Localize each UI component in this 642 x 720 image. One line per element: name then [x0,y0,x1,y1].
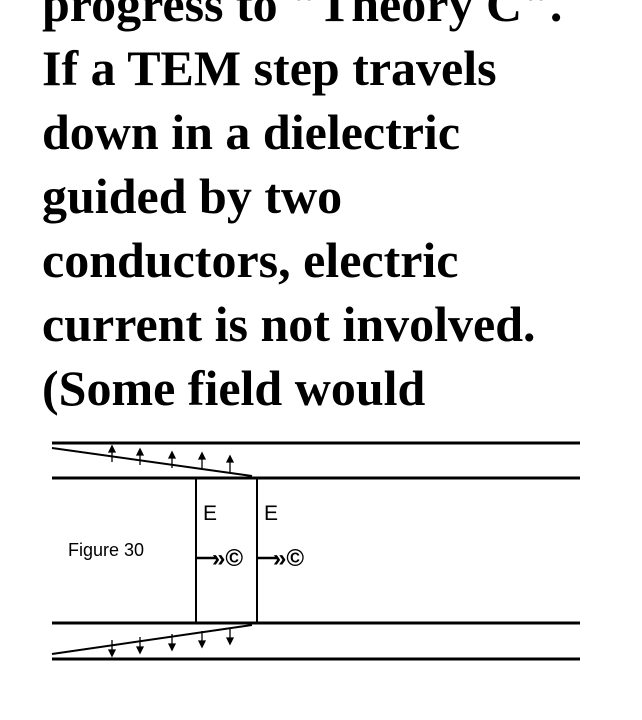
field-label-right: E [264,502,278,525]
figure-caption: Figure 30 [68,540,144,560]
step-front-box [195,477,258,624]
tem-step-diagram: Figure 30 E E »© »© [51,441,580,661]
field-label-left: E [203,502,217,525]
text-line-1: progress to "Theory C". [42,0,563,32]
lower-wedge-line [51,624,253,655]
propagation-symbol-left: »© [212,545,243,572]
text-line-7: (Some field would [42,360,426,416]
text-line-4: guided by two [42,168,343,224]
body-text: progress to "Theory C". If a TEM step tr… [42,0,632,420]
propagation-symbol-right: »© [273,545,304,572]
upper-wedge-line [51,447,253,477]
upper-arrows [107,444,235,473]
text-line-5: conductors, electric [42,232,459,288]
lower-arrows [107,628,235,658]
text-line-6: current is not involved. [42,296,536,352]
text-line-3: down in a dielectric [42,104,461,160]
text-line-2: If a TEM step travels [42,40,497,96]
